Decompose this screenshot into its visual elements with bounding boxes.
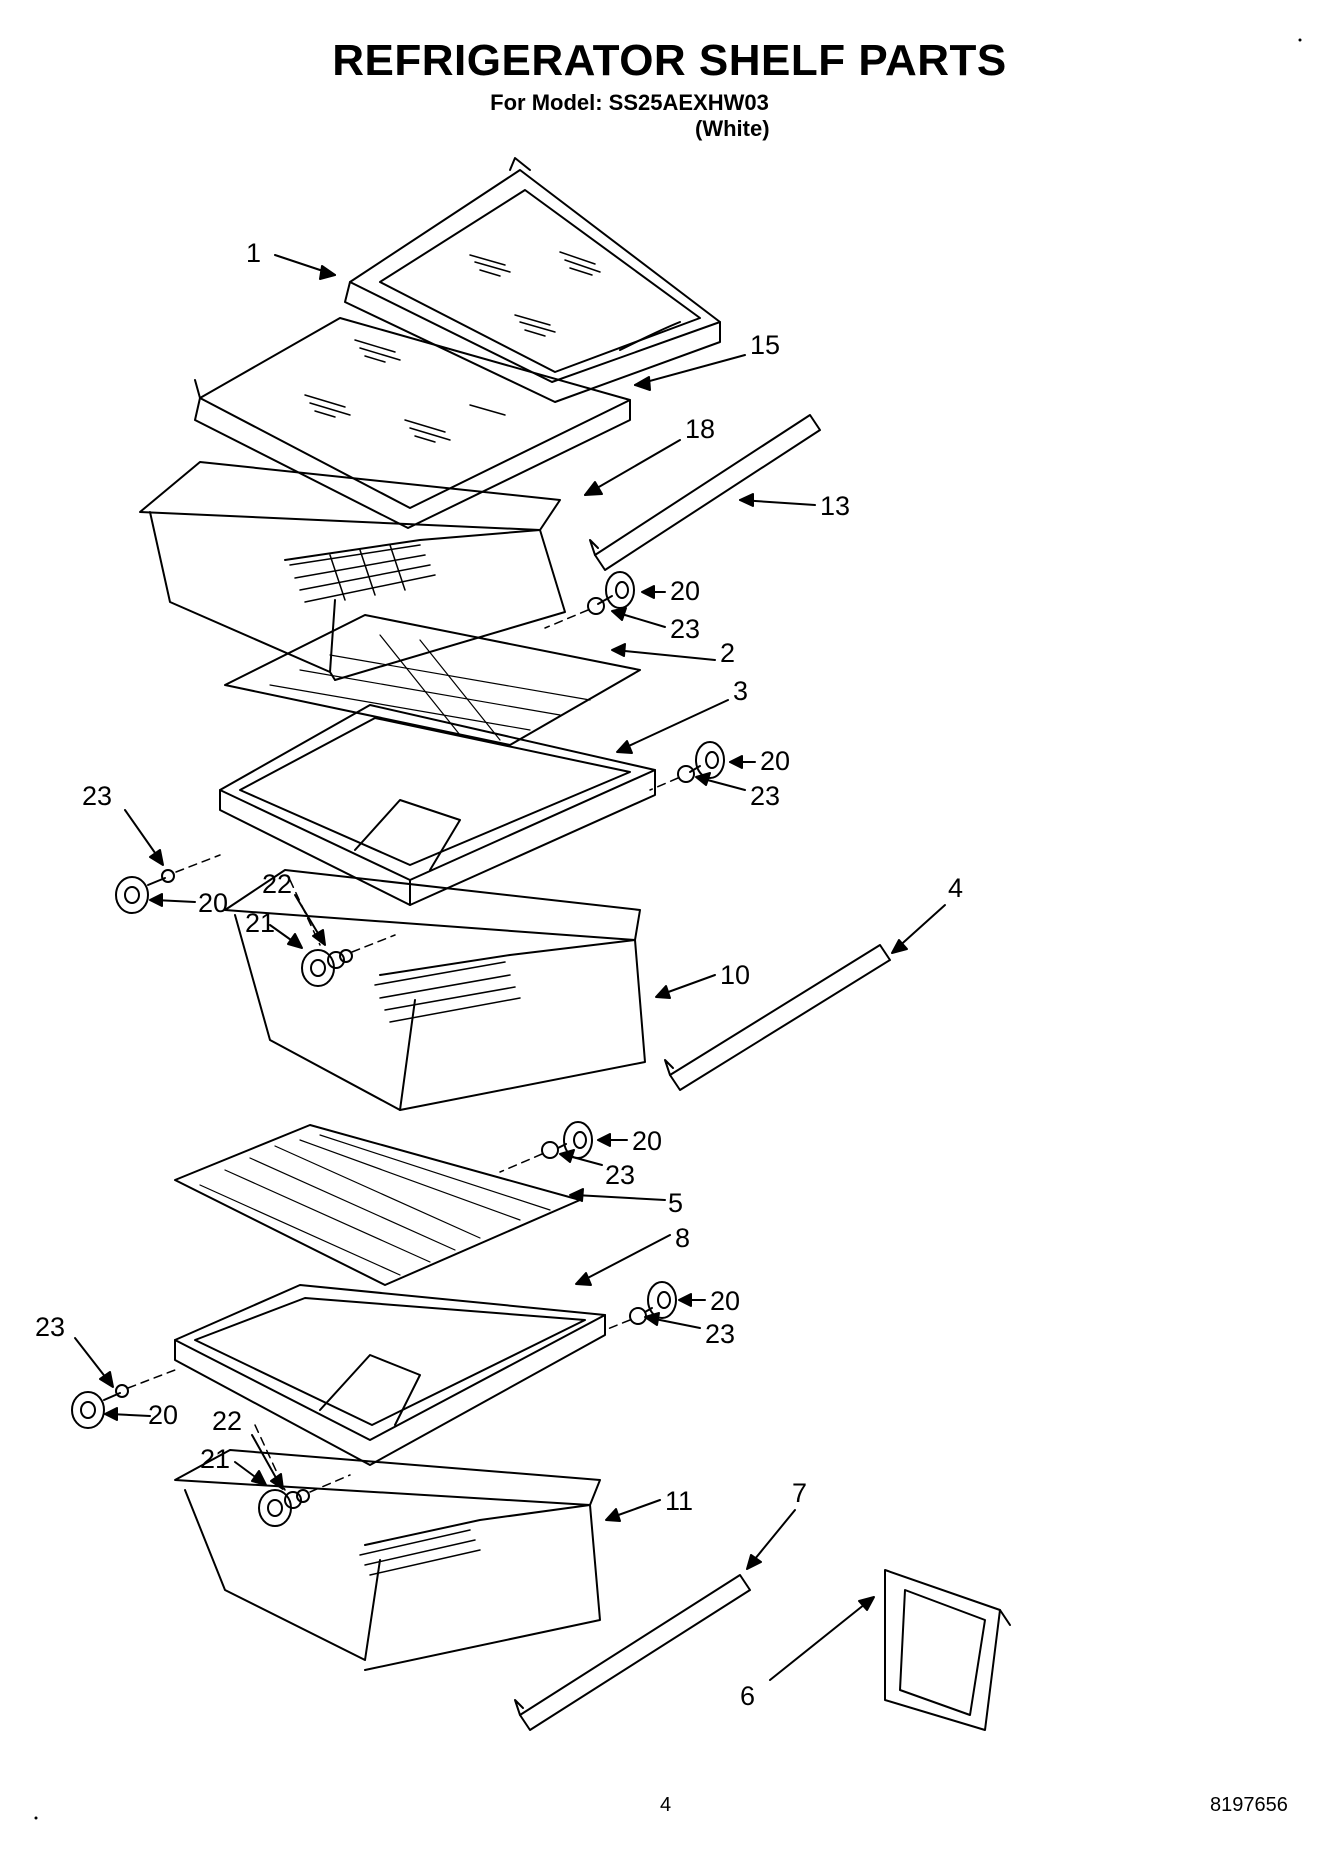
callout-22-a: 22 — [262, 869, 292, 899]
callout-6: 6 — [740, 1681, 755, 1711]
part-2-glass-shelf — [224, 614, 641, 746]
part-3-crisper-frame — [219, 704, 656, 906]
page-number: 4 — [660, 1794, 672, 1816]
leader-arrows — [74, 254, 946, 1681]
callout-22-b: 22 — [212, 1406, 242, 1436]
page-title: REFRIGERATOR SHELF PARTS — [332, 36, 1007, 85]
callout-23-f: 23 — [35, 1312, 65, 1342]
part-6-bracket — [884, 1569, 1011, 1731]
part-7-rail — [514, 1574, 751, 1731]
part-11-crisper-drawer — [174, 1449, 601, 1671]
roller-hardware — [71, 571, 725, 1527]
document-number: 8197656 — [1210, 1794, 1288, 1816]
callout-23-e: 23 — [705, 1319, 735, 1349]
callout-8: 8 — [675, 1223, 690, 1253]
part-18-glass-shelf — [194, 317, 631, 529]
callout-18: 18 — [685, 414, 715, 444]
callout-23-c: 23 — [82, 781, 112, 811]
part-4-rail — [664, 944, 891, 1091]
callout-23-a: 23 — [670, 614, 700, 644]
callout-20-d: 20 — [632, 1126, 662, 1156]
callout-2: 2 — [720, 638, 735, 668]
callout-3: 3 — [733, 676, 748, 706]
callout-21-a: 21 — [245, 908, 275, 938]
part-8-crisper-frame — [174, 1284, 606, 1466]
callout-20-f: 20 — [148, 1400, 178, 1430]
callout-13: 13 — [820, 491, 850, 521]
callout-21-b: 21 — [200, 1444, 230, 1474]
callout-1: 1 — [246, 238, 261, 268]
callout-labels: 1 15 18 13 20 23 2 3 20 23 23 20 22 21 4… — [35, 238, 963, 1711]
part-10-crisper-drawer — [224, 869, 646, 1111]
callout-11: 11 — [665, 1486, 693, 1516]
callout-20-e: 20 — [710, 1286, 740, 1316]
part-5-glass-shelf — [174, 1124, 581, 1286]
callout-20-a: 20 — [670, 576, 700, 606]
upper-crisper-drawer — [139, 461, 566, 681]
callout-23-b: 23 — [750, 781, 780, 811]
callout-5: 5 — [668, 1188, 683, 1218]
scan-mark — [1298, 38, 1302, 42]
callout-10: 10 — [720, 960, 750, 990]
model-number: For Model: SS25AEXHW03 — [490, 90, 769, 115]
callout-4: 4 — [948, 873, 963, 903]
model-color: (White) — [695, 116, 770, 141]
part-13-rail — [589, 414, 821, 571]
callout-20-b: 20 — [760, 746, 790, 776]
callout-23-d: 23 — [605, 1160, 635, 1190]
callout-15: 15 — [750, 330, 780, 360]
callout-7: 7 — [792, 1478, 807, 1508]
part-1-glass-shelf — [344, 157, 721, 403]
callout-20-c: 20 — [198, 888, 228, 918]
scan-mark — [34, 1816, 38, 1820]
assembly-lines — [127, 609, 679, 1493]
